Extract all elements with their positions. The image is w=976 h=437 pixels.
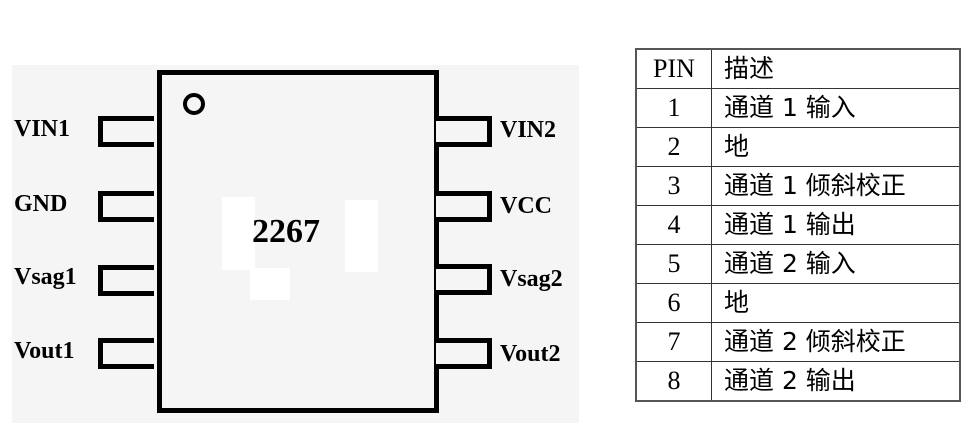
header-description: 描述 [711,48,961,89]
pin-lead-left-1 [98,116,154,147]
pin-lead-left-2 [98,191,154,222]
pin-number: 5 [635,244,712,284]
pin-description: 通道 1 输出 [711,205,961,245]
pin-number: 6 [635,283,712,323]
pin-label-vout1: Vout1 [14,338,75,364]
background-patch [222,197,255,270]
pin-number: 4 [635,205,712,245]
pin-description: 通道 2 倾斜校正 [711,322,961,362]
pin-label-vcc: VCC [500,193,552,219]
chip-part-number: 2267 [252,213,320,250]
pin-number: 7 [635,322,712,362]
header-pin: PIN [635,48,712,89]
pin-description: 通道 2 输出 [711,361,961,402]
pin-label-vsag1: Vsag1 [14,264,77,290]
chip-body [157,70,439,413]
table-row: 6 地 [635,283,961,323]
pin1-indicator-icon [183,93,205,115]
pin-description-table: PIN 描述 1 通道 1 输入 2 地 3 通道 1 倾斜校正 4 通道 1 … [635,48,961,402]
pin-number: 3 [635,166,712,206]
pin-label-gnd: GND [14,191,68,217]
pin-lead-right-3 [436,264,492,295]
table-header-row: PIN 描述 [635,48,961,89]
pin-lead-left-3 [98,265,154,296]
pin-description: 通道 1 输入 [711,88,961,128]
pin-label-vin1: VIN1 [14,116,71,142]
pin-number: 2 [635,127,712,167]
pin-description: 通道 1 倾斜校正 [711,166,961,206]
pin-number: 1 [635,88,712,128]
table-row: 4 通道 1 输出 [635,205,961,245]
table-row: 7 通道 2 倾斜校正 [635,322,961,362]
pin-lead-right-4 [436,338,492,369]
table-row: 3 通道 1 倾斜校正 [635,166,961,206]
pin-lead-right-2 [436,191,492,222]
pin-label-vsag2: Vsag2 [500,266,563,292]
pin-description: 通道 2 输入 [711,244,961,284]
table-row: 5 通道 2 输入 [635,244,961,284]
table-row: 8 通道 2 输出 [635,361,961,402]
pin-label-vout2: Vout2 [500,341,561,367]
pin-lead-left-4 [98,338,154,369]
table-row: 1 通道 1 输入 [635,88,961,128]
table-row: 2 地 [635,127,961,167]
background-patch [250,268,290,300]
pin-lead-right-1 [436,116,492,147]
pin-number: 8 [635,361,712,402]
pin-description: 地 [711,283,961,323]
pin-description: 地 [711,127,961,167]
pin-label-vin2: VIN2 [500,117,557,143]
background-patch [345,200,378,272]
